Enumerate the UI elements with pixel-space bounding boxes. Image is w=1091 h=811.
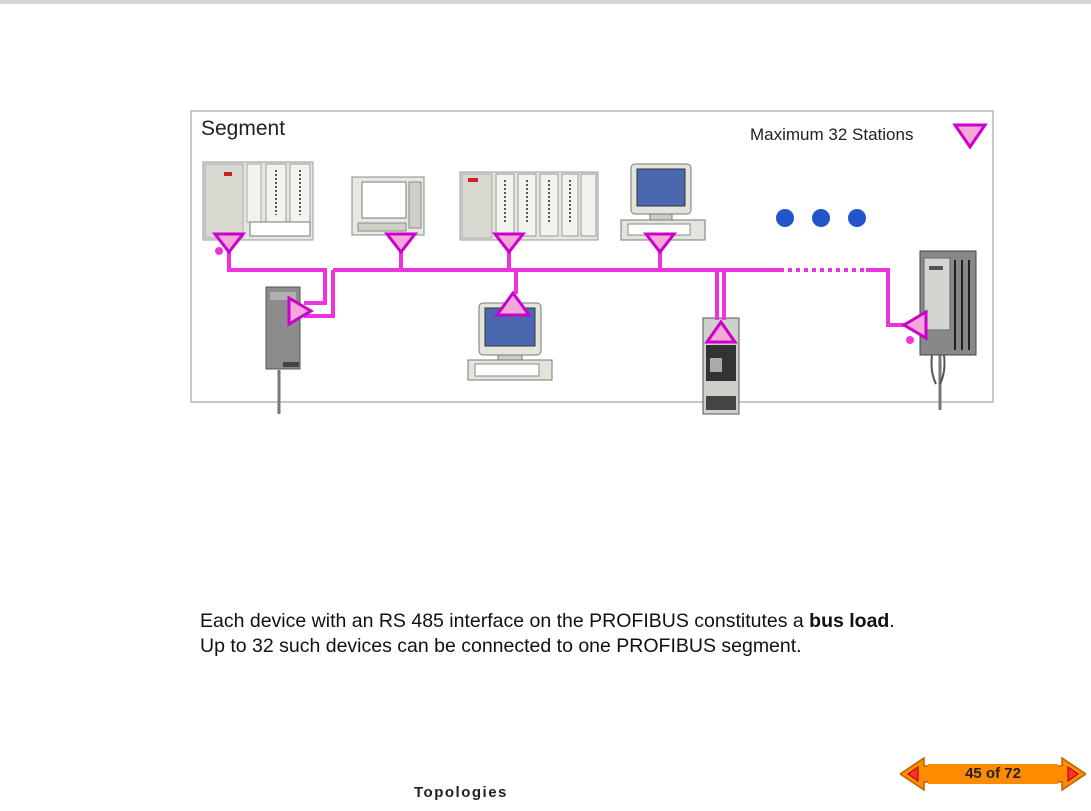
plc-rack-1: [202, 161, 314, 241]
pc-workstation-top: [620, 163, 706, 241]
bus-load-triangle-icon: [704, 319, 738, 344]
next-arrow-icon[interactable]: [1056, 756, 1086, 792]
more-stations-dot: [848, 209, 866, 227]
drive-unit: [919, 250, 977, 385]
section-title: Topologies: [414, 784, 508, 801]
bus-load-triangle-icon: [287, 295, 314, 327]
operator-panel: [351, 176, 425, 236]
bus-load-triangle-icon: [211, 232, 247, 255]
caption-line-1: Each device with an RS 485 interface on …: [200, 610, 804, 632]
slide-navigation: 45 of 72: [900, 756, 1086, 792]
caption-rest: . Up to 32 such devices can be connected…: [200, 610, 895, 657]
bus-load-triangle-icon: [642, 232, 678, 255]
repeater-module: [265, 286, 301, 370]
connector-dot: [215, 247, 223, 255]
nav-bar-graphic: [900, 756, 1086, 792]
max-stations-label: Maximum 32 Stations: [750, 125, 914, 144]
bus-load-triangle-icon: [491, 232, 527, 255]
legend-triangle-icon: [952, 123, 988, 150]
connector-dot: [906, 336, 914, 344]
bus-load-triangle-icon: [494, 290, 532, 317]
segment-frame: [190, 110, 994, 403]
caption-text: Each device with an RS 485 interface on …: [200, 609, 920, 659]
io-module: [702, 317, 740, 415]
top-border: [0, 0, 1091, 4]
more-stations-dot: [776, 209, 794, 227]
segment-title: Segment: [201, 117, 286, 140]
profibus-bus-lines: [227, 240, 906, 327]
bus-load-triangle-icon: [383, 232, 419, 255]
caption-bold-term: bus load: [809, 610, 890, 632]
bus-load-triangle-icon: [901, 309, 928, 341]
page-counter: 45 of 72: [965, 765, 1021, 782]
previous-arrow-icon[interactable]: [900, 756, 930, 792]
bus-load-triangles: [211, 123, 988, 344]
plc-rack-2: [459, 171, 599, 241]
more-stations-dot: [812, 209, 830, 227]
